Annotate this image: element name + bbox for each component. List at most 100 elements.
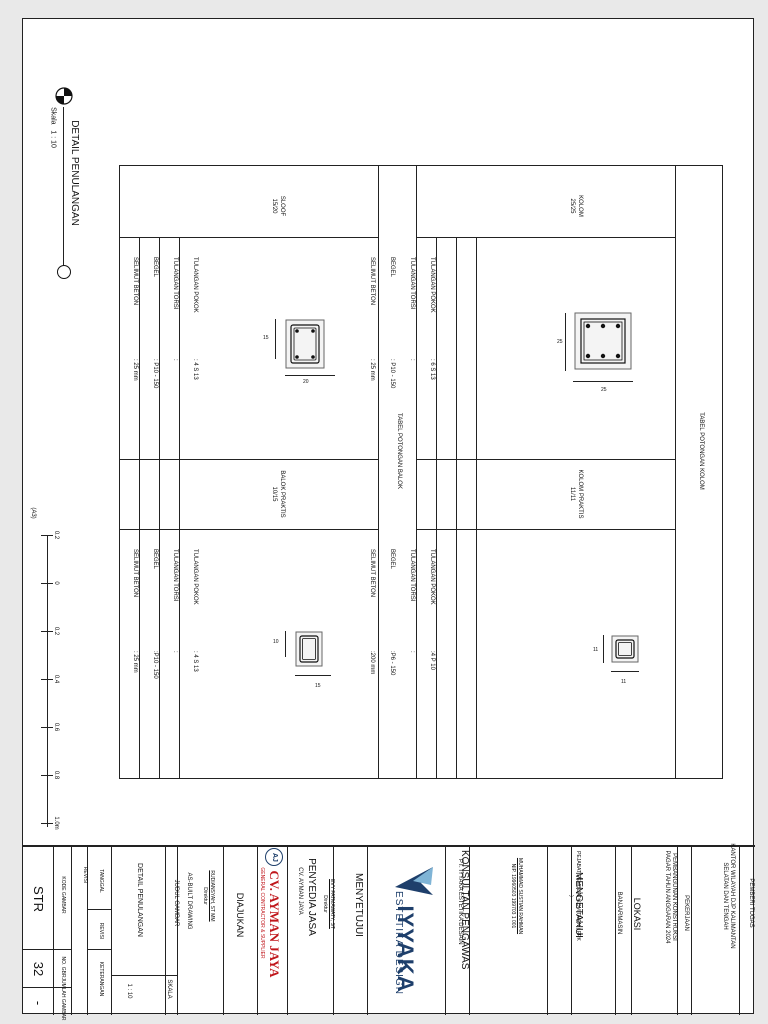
kolom-praktis-row-1-label: TULANGAN POKOK [429, 549, 435, 605]
iyyaka-logo: IYYAKA ESTETIKA DESIGN [373, 855, 443, 1005]
scale-tick-2: 0 [53, 581, 59, 585]
section-marker-icon [53, 85, 75, 107]
lokasi-value: BANJARMASIN [616, 891, 622, 935]
revisi-header: REVISI [82, 866, 88, 884]
kolom-dim-a: 25 [557, 339, 563, 345]
potongan-table [119, 165, 723, 779]
kolom-praktis-dim-a: 11 [593, 647, 599, 653]
kolom-praktis-row-1-value: :4 P 10 [429, 651, 435, 670]
balok-praktis-row-3-label: BEGEL [152, 549, 158, 570]
pemberi-tugas-value: KANTOR WILAYAH DJP KALIMANTAN SELATAN DA… [722, 843, 735, 949]
penyedia-label: PENYEDIA JASA [306, 858, 317, 936]
scale-bar-line [47, 535, 48, 827]
no-gambar-value: 32 [31, 961, 46, 977]
kolom-row-2-value: : [409, 359, 415, 361]
balok-praktis-row-4-label: SELIMUT BETON [132, 549, 138, 598]
keterangan-label: KETERANGAN [98, 961, 104, 997]
pemberi-tugas-label: PEMBERI TUGAS [748, 878, 754, 928]
title-block-border [23, 845, 755, 847]
title-underline [63, 107, 64, 267]
scale-tick-3: 0.2 [53, 626, 59, 636]
balok-praktis-dim-b: 10 [273, 639, 279, 645]
sloof-row-1-label: TULANGAN POKOK [192, 257, 198, 313]
detail-title: DETAIL PENULANGAN [69, 120, 80, 226]
balok-praktis-row-1-value: : 4 S 13 [192, 651, 198, 672]
balok-praktis-row-2-value: : [172, 651, 178, 653]
kolom-praktis-section-drawing [611, 635, 639, 663]
scale-paper: (A3) [30, 507, 36, 519]
drawing-sheet: DETAIL PENULANGAN Skala 1 : 10 TABEL POT… [22, 18, 755, 1021]
kolom-praktis-row-4-value: :200 mm [369, 651, 375, 675]
kolom-section-drawing [573, 311, 633, 371]
scale-tick-5: 0.6 [53, 722, 59, 732]
revisi-col-label: REVISI [98, 922, 104, 940]
sloof-dim-b: 15 [263, 335, 269, 341]
pekerjaan-value: PEMBANGUNAN KONSTRUKSI PAGAR TAHUN ANGGA… [664, 850, 677, 944]
cv-ayman-jaya-logo: AJ CV. AYMAN JAYA GENERAL CONTRACTOR & S… [255, 843, 283, 983]
column-table-title: TABEL POTONGAN KOLOM [698, 412, 704, 490]
balok-praktis-row-4-value: : 25 mm [132, 651, 138, 673]
iyyaka-logo-subtext: ESTETIKA DESIGN [393, 891, 404, 995]
sloof-row-4-label: SELIMUT BETON [132, 257, 138, 306]
sloof-row-3-value: : P10 - 150 [152, 359, 158, 389]
jumlah-gambar-value: - [31, 1000, 46, 1006]
kode-gambar-label: KODE GAMBAR [60, 876, 66, 914]
balok-praktis-row-3-value: :P10 - 150 [152, 651, 158, 679]
title-end-circle [57, 265, 71, 279]
kolom-praktis-dim-b: 11 [621, 679, 627, 685]
tanggal-label: TANGGAL [98, 869, 104, 893]
skala-label: SKALA [166, 979, 172, 999]
scale-tick-7: 1.0m [53, 816, 59, 830]
penyedia-name: CV. AYMAN JAYA [297, 867, 303, 915]
kode-gambar-value: STR [31, 886, 46, 912]
cv-logo-mark-icon: AJ [265, 848, 283, 867]
scale-tick-4: 0.4 [53, 674, 59, 684]
scale-tick-1: 0.2 [53, 530, 59, 540]
iyyaka-logo-icon [395, 867, 433, 895]
kolom-row-1-label: TULANGAN POKOK [429, 257, 435, 313]
cv-logo-tagline: GENERAL CONTRACTOR & SUPPLIER [259, 867, 265, 959]
kolom-row-3-label: BEGEL [389, 257, 395, 278]
kolom-praktis-row-4-label: SELIMUT BETON [369, 549, 375, 598]
judul-gambar-value: DETAIL PENULANGAN [136, 863, 143, 937]
kolom-row-4-label: SELIMUT BETON [369, 257, 375, 306]
balok-praktis-row-1-label: TULANGAN POKOK [192, 549, 198, 605]
balok-praktis-section-drawing [295, 631, 323, 667]
drawing-type: AS-BUILT DRAWING [186, 872, 192, 930]
cv-logo-text: CV. AYMAN JAYA [267, 870, 282, 978]
kolom-praktis-row-2-value: : [409, 651, 415, 653]
diajukan-label: DIAJUKAN [235, 892, 245, 938]
mengetahui-label: MENGETAHUI [573, 872, 584, 938]
judul-gambar-label: JUDUL GAMBAR [173, 879, 179, 927]
konsultan-label: KONSULTAN PENGAWAS [459, 850, 470, 970]
sloof-dim-a: 20 [303, 379, 309, 385]
detail-scale: Skala 1 : 10 [49, 107, 57, 148]
kolom-praktis-row-3-label: BEGEL [389, 549, 395, 570]
kolom-praktis-row-3-value: :P6 - 150 [389, 651, 395, 676]
sloof-row-2-label: TULANGAN TORSI [172, 257, 178, 310]
balok-praktis-dim-a: 15 [315, 683, 321, 689]
pekerjaan-label: PEKERJAAN [683, 895, 689, 931]
kolom-row-1-value: : 6 S 13 [429, 359, 435, 380]
kolom-row-4-value: : 25 mm [369, 359, 375, 381]
sloof-row-2-value: : [172, 359, 178, 361]
skala-value: 1 : 10 [126, 983, 132, 999]
lokasi-label: LOKASI [632, 897, 642, 931]
balok-praktis-row-2-label: TULANGAN TORSI [172, 549, 178, 602]
kolom-praktis-row-2-label: TULANGAN TORSI [409, 549, 415, 602]
jumlah-gambar-label: JUMLAH GAMBAR [60, 977, 66, 1021]
scale-tick-6: 0.8 [53, 770, 59, 780]
sloof-section-drawing [285, 319, 325, 369]
kolom-row-3-value: : P10 - 150 [389, 359, 395, 389]
kolom-row-2-label: TULANGAN TORSI [409, 257, 415, 310]
kolom-dim-b: 25 [601, 387, 607, 393]
sloof-row-1-value: : 4 S 13 [192, 359, 198, 380]
